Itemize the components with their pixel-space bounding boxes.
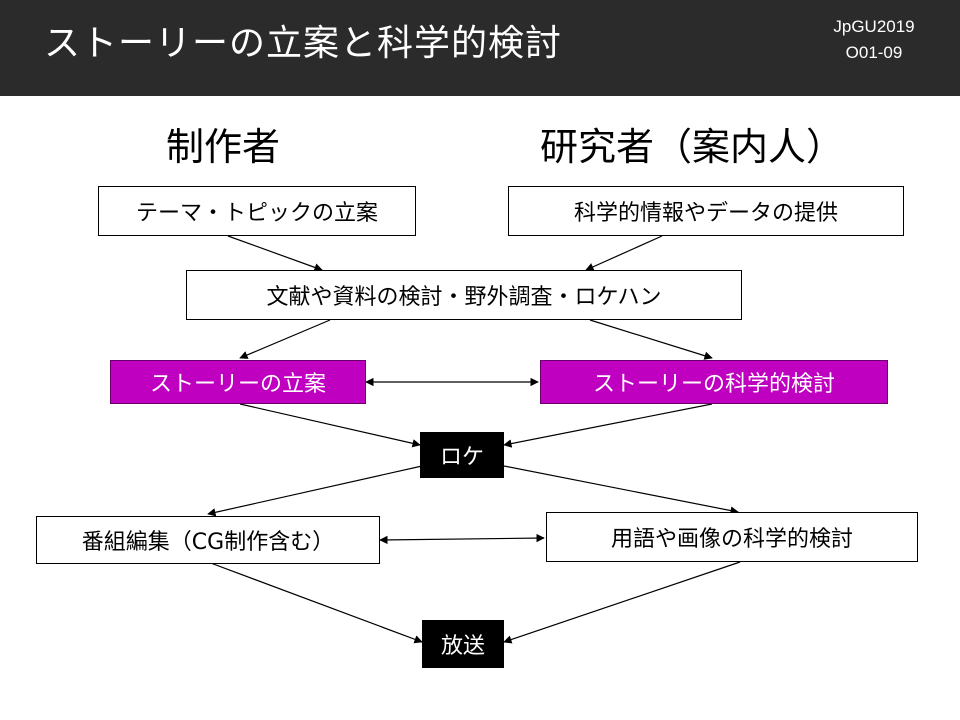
arrow-editing-to-broadcast xyxy=(207,561,423,644)
terms-images-review-box: 用語や画像の科学的検討 xyxy=(546,512,918,562)
story-planning-box: ストーリーの立案 xyxy=(110,360,366,404)
arrow-sciinfo-to-research xyxy=(585,235,663,271)
page-title: ストーリーの立案と科学的検討 xyxy=(44,23,563,64)
arrow-storysci-to-location xyxy=(503,403,713,448)
theme-planning-box: テーマ・トピックの立案 xyxy=(98,186,416,236)
conference-name: JpGU2019 xyxy=(833,17,915,36)
arrow-location-to-terms xyxy=(503,465,739,515)
title-bar: ストーリーの立案と科学的検討 JpGU2019 O01-09 xyxy=(0,0,960,96)
conference-tag: JpGU2019 O01-09 xyxy=(814,14,934,66)
location-shoot-box: ロケ xyxy=(420,432,504,478)
arrow-location-to-editing xyxy=(207,465,423,517)
story-scientific-review-box: ストーリーの科学的検討 xyxy=(540,360,888,404)
program-editing-box: 番組編集（CG制作含む） xyxy=(36,516,380,564)
broadcast-box: 放送 xyxy=(422,620,504,668)
arrow-terms-to-broadcast xyxy=(503,561,741,644)
research-fieldwork-box: 文献や資料の検討・野外調査・ロケハン xyxy=(186,270,742,320)
session-id: O01-09 xyxy=(845,43,903,62)
arrow-storyplan-to-location xyxy=(239,403,421,448)
arrow-theme-to-research xyxy=(227,235,323,272)
arrow-research-to-storyplan xyxy=(239,319,331,359)
scientific-info-box: 科学的情報やデータの提供 xyxy=(508,186,904,236)
column-heading-researcher: 研究者（案内人） xyxy=(540,125,845,169)
arrow-editing-terms xyxy=(379,533,545,545)
arrow-research-to-storysci xyxy=(589,319,713,360)
column-heading-creator: 制作者 xyxy=(166,125,281,169)
